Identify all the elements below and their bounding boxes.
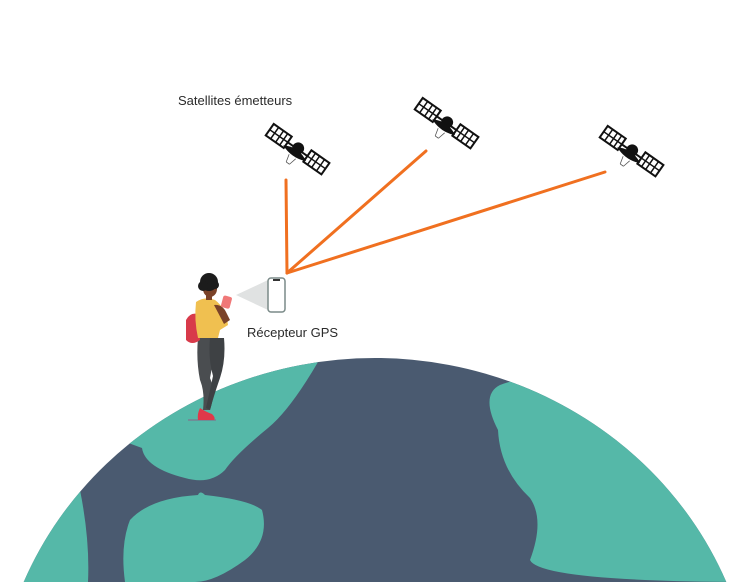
satellite-3-icon [592,124,665,186]
signal-lines [284,149,607,275]
satellite-2-icon [407,96,480,158]
satellites-label: Satellites émetteurs [178,93,293,108]
receiver-label: Récepteur GPS [247,325,339,340]
earth-globe [0,358,750,582]
phone-receiver-icon [267,277,286,313]
signal-line-3 [285,170,607,275]
signal-cone [236,280,268,310]
person-illustration [186,273,232,421]
satellite-1-icon [258,122,331,184]
signal-line-2 [285,149,428,275]
signal-line-1 [284,178,289,275]
